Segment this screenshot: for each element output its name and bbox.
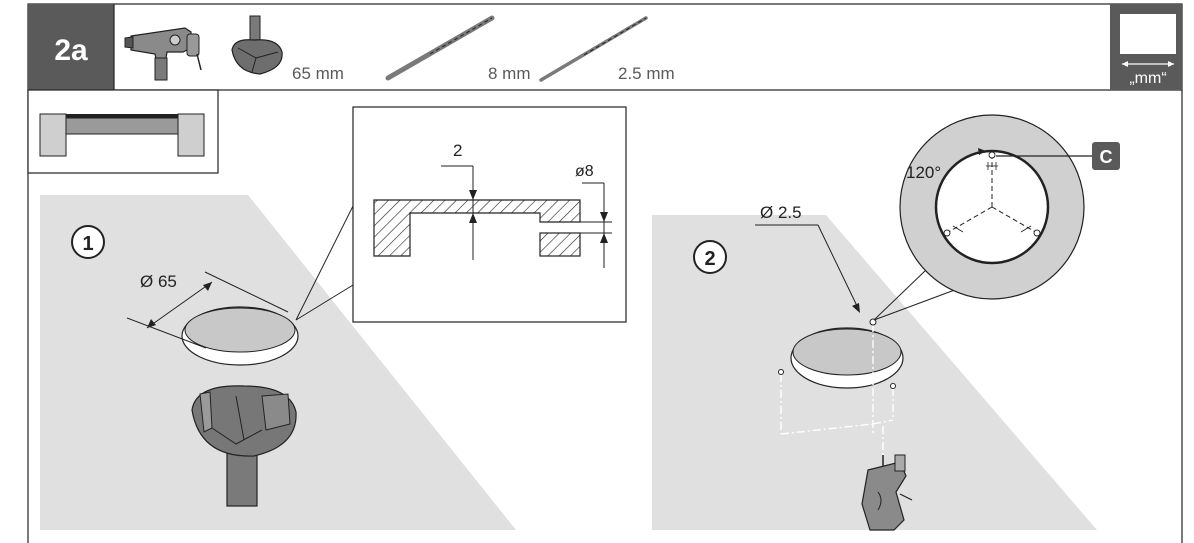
step-number: 2a: [54, 34, 88, 67]
hammer-drill-icon: [124, 27, 202, 81]
header-bar: 2a 65 mm 8 mm 2.5 mm: [27, 3, 1183, 91]
forstner-bit-icon: [231, 15, 283, 75]
unit-badge: „mm“: [1110, 4, 1182, 90]
panel-1-surface: [40, 195, 516, 530]
hole-8-label: ø8: [575, 163, 594, 180]
magnified-hole-pattern: [873, 114, 1085, 321]
callout-c: C: [996, 142, 1120, 170]
pilot-hole-guides: [780, 324, 894, 455]
diameter-2-5-label: Ø 2.5: [760, 203, 802, 222]
diameter-65-dimension: [126, 271, 289, 349]
drill-bit-8mm-icon: [385, 15, 495, 81]
panel-1: 1 Ø 65: [40, 106, 627, 530]
panel-1-number: 1: [82, 233, 93, 255]
forstner-bit-illustration: [191, 385, 297, 507]
cross-section-detail: [295, 106, 627, 323]
panel-2-number: 2: [704, 248, 715, 270]
drill-bit-2-5mm-icon: [539, 16, 648, 82]
unit-label: „mm“: [1129, 70, 1166, 87]
drill-bit-8mm-label: 8 mm: [488, 64, 531, 83]
drill-illustration: [861, 454, 913, 531]
angle-120-label: 120°: [906, 163, 941, 182]
cup-hole: [184, 307, 296, 353]
drill-bit-2-5mm-label: 2.5 mm: [618, 64, 675, 83]
panel-2: 2 Ø 2.5: [652, 114, 1120, 531]
diameter-65-label: Ø 65: [140, 272, 177, 291]
forstner-size-label: 65 mm: [292, 64, 344, 83]
diameter-2-5-leader: [755, 224, 860, 313]
depth-2-label: 2: [453, 141, 462, 160]
callout-c-label: C: [1100, 147, 1113, 167]
step-number-box: [28, 4, 114, 90]
door-position-thumbnail: [27, 89, 219, 174]
cup-hole-2: [792, 328, 902, 376]
